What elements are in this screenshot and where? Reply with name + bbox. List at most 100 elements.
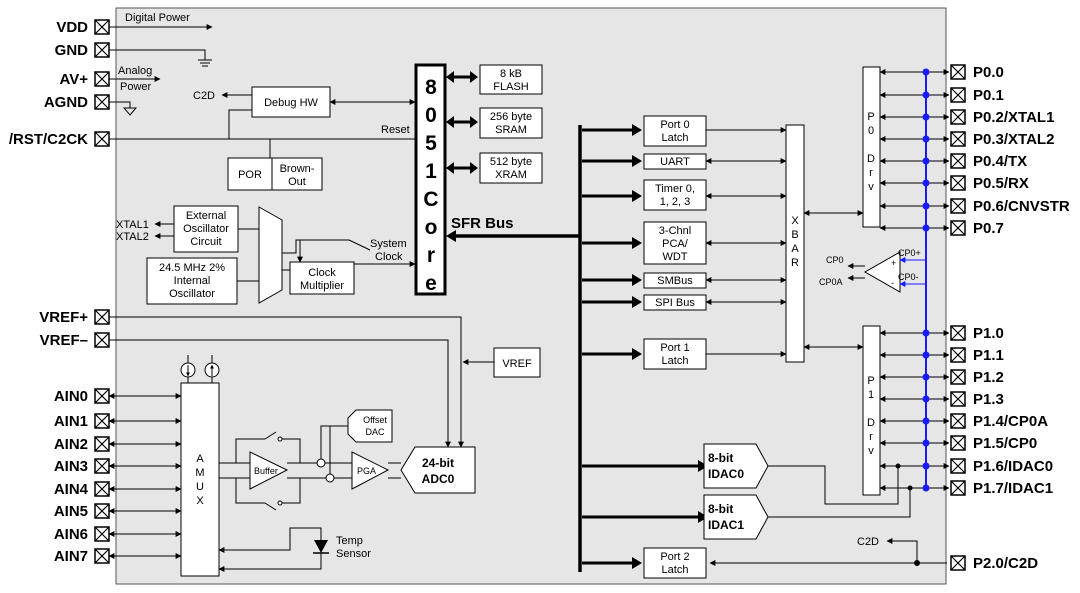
pin-p1-7[interactable]: P1.7/IDAC1 bbox=[973, 480, 1053, 497]
cp0-plus-label: CP0+ bbox=[898, 248, 921, 258]
pin-p1-3[interactable]: P1.3 bbox=[973, 391, 1004, 408]
pin-vref-plus[interactable]: VREF+ bbox=[39, 309, 88, 326]
analog-power-label-1: Analog bbox=[118, 65, 152, 77]
pin-p0-5[interactable]: P0.5/RX bbox=[973, 175, 1029, 192]
por-label: POR bbox=[238, 169, 262, 181]
p1-driver-block bbox=[862, 325, 881, 496]
pin-ain4[interactable]: AIN4 bbox=[54, 481, 89, 498]
core-char: 5 bbox=[425, 132, 437, 155]
pin-ain6[interactable]: AIN6 bbox=[54, 526, 88, 543]
pin-p1-2[interactable]: P1.2 bbox=[973, 369, 1004, 386]
p1-driver-char: v bbox=[868, 445, 874, 457]
spi-bus-label: SPI Bus bbox=[655, 297, 695, 309]
pin-ain0[interactable]: AIN0 bbox=[54, 388, 88, 405]
pin-p0-7[interactable]: P0.7 bbox=[973, 220, 1004, 237]
core-char: C bbox=[423, 188, 438, 211]
pin-p0-6[interactable]: P0.6/CNVSTR bbox=[973, 198, 1070, 215]
external-oscillator-block bbox=[173, 205, 239, 253]
port0-latch-label-1: Port 0 bbox=[660, 119, 689, 131]
adc-label-2: ADC0 bbox=[422, 472, 455, 486]
pin-p0-0[interactable]: P0.0 bbox=[973, 64, 1004, 81]
clock-mux bbox=[258, 206, 283, 304]
vref-block bbox=[493, 347, 541, 378]
ext-osc-label-2: Oscillator bbox=[183, 223, 229, 235]
pin-p0-1[interactable]: P0.1 bbox=[973, 87, 1004, 104]
pin-p0-4[interactable]: P0.4/TX bbox=[973, 153, 1027, 170]
temp-sensor-label-1: Temp bbox=[336, 535, 363, 547]
analog-ground-icon bbox=[122, 107, 138, 116]
amux-char: X bbox=[196, 495, 204, 507]
comparator-cp0 bbox=[863, 251, 901, 293]
timers-label-2: 1, 2, 3 bbox=[660, 196, 691, 208]
core-char: e bbox=[425, 272, 437, 295]
port2-latch-label-2: Latch bbox=[662, 564, 689, 576]
core-char: 1 bbox=[425, 160, 437, 183]
ext-osc-label-1: External bbox=[186, 210, 226, 222]
comparator-minus-label: - bbox=[891, 278, 894, 288]
8051-core-block bbox=[414, 63, 447, 296]
ground-symbol-icon bbox=[198, 59, 212, 67]
pin-p0-3[interactable]: P0.3/XTAL2 bbox=[973, 131, 1054, 148]
timers-label-1: Timer 0, bbox=[655, 183, 695, 195]
xram-label-1: 512 byte bbox=[490, 156, 532, 168]
clock-mult-label-1: Clock bbox=[308, 267, 336, 279]
temp-sensor-label-2: Sensor bbox=[336, 548, 371, 560]
idac1-label-2: IDAC1 bbox=[708, 518, 744, 532]
sram-block bbox=[479, 107, 543, 139]
p0-driver-char: D bbox=[867, 153, 875, 165]
smbus-label: SMBus bbox=[657, 275, 693, 287]
flash-label-1: 8 kB bbox=[500, 68, 522, 80]
pin-rst-c2ck[interactable]: /RST/C2CK bbox=[9, 131, 88, 148]
pin-p2-0[interactable]: P2.0/C2D bbox=[973, 555, 1038, 572]
pin-p1-0[interactable]: P1.0 bbox=[973, 325, 1004, 342]
debug-reset-section: Debug HW C2D Reset POR Brown- Out bbox=[109, 86, 416, 191]
xbar-char: A bbox=[791, 243, 799, 255]
idac0-label-2: IDAC0 bbox=[708, 467, 744, 481]
offset-dac-label-1: Offset bbox=[363, 415, 387, 425]
pin-agnd[interactable]: AGND bbox=[44, 94, 88, 111]
pin-ain2[interactable]: AIN2 bbox=[54, 436, 88, 453]
pin-p1-4[interactable]: P1.4/CP0A bbox=[973, 413, 1048, 430]
port0-latch-label-2: Latch bbox=[662, 132, 689, 144]
pga-label: PGA bbox=[357, 466, 376, 476]
pin-p1-5[interactable]: P1.5/CP0 bbox=[973, 435, 1037, 452]
pin-ain1[interactable]: AIN1 bbox=[54, 413, 88, 430]
buffer-amp bbox=[249, 451, 289, 490]
amux-char: U bbox=[196, 481, 204, 493]
pin-gnd[interactable]: GND bbox=[55, 42, 89, 59]
temp-sensor-diode-icon bbox=[314, 540, 328, 553]
flash-label-2: FLASH bbox=[493, 81, 529, 93]
clock-mult-label-2: Multiplier bbox=[300, 280, 344, 292]
pin-vdd[interactable]: VDD bbox=[56, 19, 88, 36]
pin-vref-minus[interactable]: VREF– bbox=[40, 332, 88, 349]
pin-p1-1[interactable]: P1.1 bbox=[973, 347, 1004, 364]
pin-ain7[interactable]: AIN7 bbox=[54, 548, 88, 565]
idac1-label-1: 8-bit bbox=[708, 502, 733, 516]
core-char: o bbox=[425, 216, 438, 239]
xbar-char: R bbox=[791, 257, 799, 269]
port1-latch-block bbox=[643, 338, 707, 370]
sram-label-1: 256 byte bbox=[490, 111, 532, 123]
pca-label-1: 3-Chnl bbox=[659, 225, 691, 237]
c2d-right-label: C2D bbox=[857, 536, 879, 548]
port1-latch-label-1: Port 1 bbox=[660, 342, 689, 354]
p1-driver-char: D bbox=[867, 417, 875, 429]
pin-p1-6[interactable]: P1.6/IDAC0 bbox=[973, 458, 1053, 475]
pin-avplus[interactable]: AV+ bbox=[60, 71, 89, 88]
p0-driver-char: v bbox=[868, 181, 874, 193]
offset-dac-block bbox=[347, 409, 393, 443]
system-clock-label-2: Clock bbox=[375, 251, 403, 263]
pin-ain5[interactable]: AIN5 bbox=[54, 503, 88, 520]
vref-label: VREF bbox=[502, 358, 532, 370]
amux-char: A bbox=[196, 453, 204, 465]
comparator-plus-label: + bbox=[891, 258, 896, 268]
pin-ain3[interactable]: AIN3 bbox=[54, 458, 88, 475]
digital-power-label: Digital Power bbox=[125, 12, 190, 24]
pin-p0-2[interactable]: P0.2/XTAL1 bbox=[973, 109, 1054, 126]
ext-osc-label-3: Circuit bbox=[190, 236, 221, 248]
analog-power-label-2: Power bbox=[120, 81, 152, 93]
c2d-label: C2D bbox=[193, 90, 215, 102]
adc0-block bbox=[400, 446, 476, 494]
